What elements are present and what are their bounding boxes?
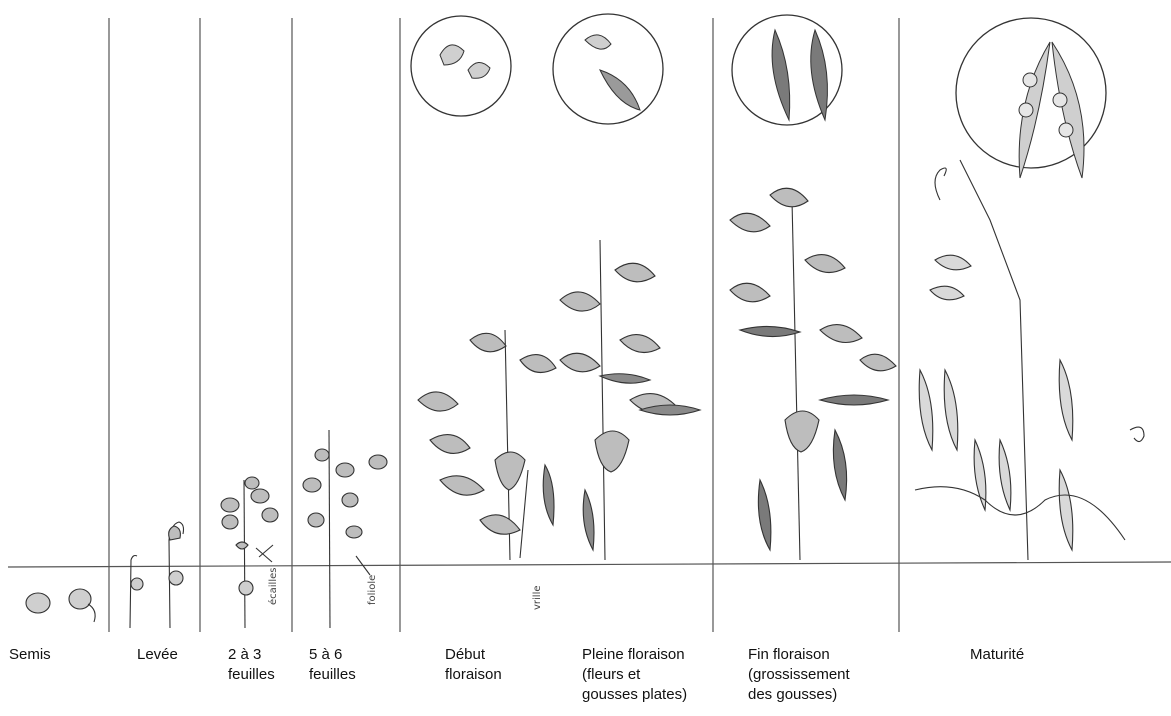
leaflet	[251, 489, 269, 503]
stage-label-2-3-feuilles: 2 à 3 feuilles	[228, 645, 275, 685]
stage-label-pleine-floraison: Pleine floraison (fleurs et gousses plat…	[582, 645, 687, 705]
stem	[600, 240, 605, 560]
pod	[999, 440, 1011, 510]
stem	[329, 430, 330, 628]
stage-label-semis: Semis	[9, 645, 51, 665]
semis-seeds	[26, 589, 95, 622]
leaflet	[315, 449, 329, 461]
pod	[600, 374, 650, 383]
germinating-seed	[69, 589, 91, 609]
stem	[244, 480, 245, 628]
pod	[543, 465, 554, 525]
leaflet	[342, 493, 358, 507]
pod	[583, 490, 594, 550]
leaf	[560, 353, 600, 372]
debut-floraison-inset	[411, 16, 511, 116]
debut-floraison-plant	[418, 330, 556, 560]
leaf	[480, 515, 520, 534]
arrow	[259, 545, 273, 557]
leaf-bud	[169, 526, 181, 540]
leaflet	[369, 455, 387, 469]
leaf	[730, 213, 770, 232]
leaf	[615, 263, 655, 282]
stage-label-maturite: Maturité	[970, 645, 1024, 665]
pod	[919, 370, 933, 450]
pleine-floraison-inset	[553, 14, 663, 124]
pod	[833, 430, 846, 500]
stipule	[495, 452, 525, 490]
pea	[1023, 73, 1037, 87]
seed	[26, 593, 50, 613]
vrille-arrow	[520, 470, 528, 558]
foliole-annotation: foliole	[367, 575, 378, 605]
leaf	[860, 354, 896, 371]
arrow	[256, 548, 272, 562]
pod	[1059, 360, 1073, 440]
leaf	[930, 286, 964, 300]
branch	[915, 487, 1125, 540]
stem	[792, 200, 800, 560]
ground-line	[8, 562, 1171, 567]
pea	[1053, 93, 1067, 107]
seed	[239, 581, 253, 595]
seedling-seed	[169, 571, 183, 585]
leaflet	[262, 508, 278, 522]
leaflet	[308, 513, 324, 527]
maturite-plant	[915, 160, 1144, 560]
stage-label-5-6-feuilles: 5 à 6 feuilles	[309, 645, 356, 685]
stipule	[785, 411, 819, 452]
pod	[758, 480, 771, 550]
leaf	[730, 283, 770, 302]
leaf	[470, 333, 506, 352]
seedling-seed	[131, 578, 143, 590]
pod	[944, 370, 958, 450]
tendril	[1130, 427, 1144, 441]
leaf	[820, 325, 862, 343]
fin-floraison-inset	[732, 15, 842, 125]
stage-label-levee: Levée	[137, 645, 178, 665]
leaf	[520, 355, 556, 373]
leaf	[935, 255, 971, 270]
leaf	[440, 476, 484, 495]
leaf	[805, 255, 845, 273]
vrille-annotation: vrille	[532, 585, 543, 610]
radicle	[88, 604, 95, 622]
tendril	[935, 168, 946, 200]
inset-circle	[553, 14, 663, 124]
leaflet	[346, 526, 362, 538]
leaf	[430, 435, 470, 454]
leaflet	[221, 498, 239, 512]
leaflet	[336, 463, 354, 477]
stem	[960, 160, 1028, 560]
leaf	[418, 392, 458, 411]
leaf	[620, 335, 660, 353]
leaflet	[222, 515, 238, 529]
leaflet	[303, 478, 321, 492]
pod	[740, 326, 800, 336]
leaf	[560, 292, 600, 311]
pleine-floraison-plant	[543, 240, 700, 560]
pea	[1019, 103, 1033, 117]
stage-label-fin-floraison: Fin floraison (grossissement des gousses…	[748, 645, 850, 705]
inset-circle	[411, 16, 511, 116]
fin-floraison-plant	[730, 188, 896, 560]
levee-seedlings	[130, 522, 184, 628]
leaf	[770, 188, 808, 207]
stipule	[595, 431, 629, 472]
maturite-inset	[956, 18, 1106, 178]
leaflet	[245, 477, 259, 489]
pod	[1059, 470, 1073, 550]
stage-label-debut-floraison: Début floraison	[445, 645, 502, 685]
stipule	[236, 542, 248, 549]
pod	[820, 395, 888, 405]
pea	[1059, 123, 1073, 137]
ecailles-annotation: écailles	[267, 568, 279, 605]
